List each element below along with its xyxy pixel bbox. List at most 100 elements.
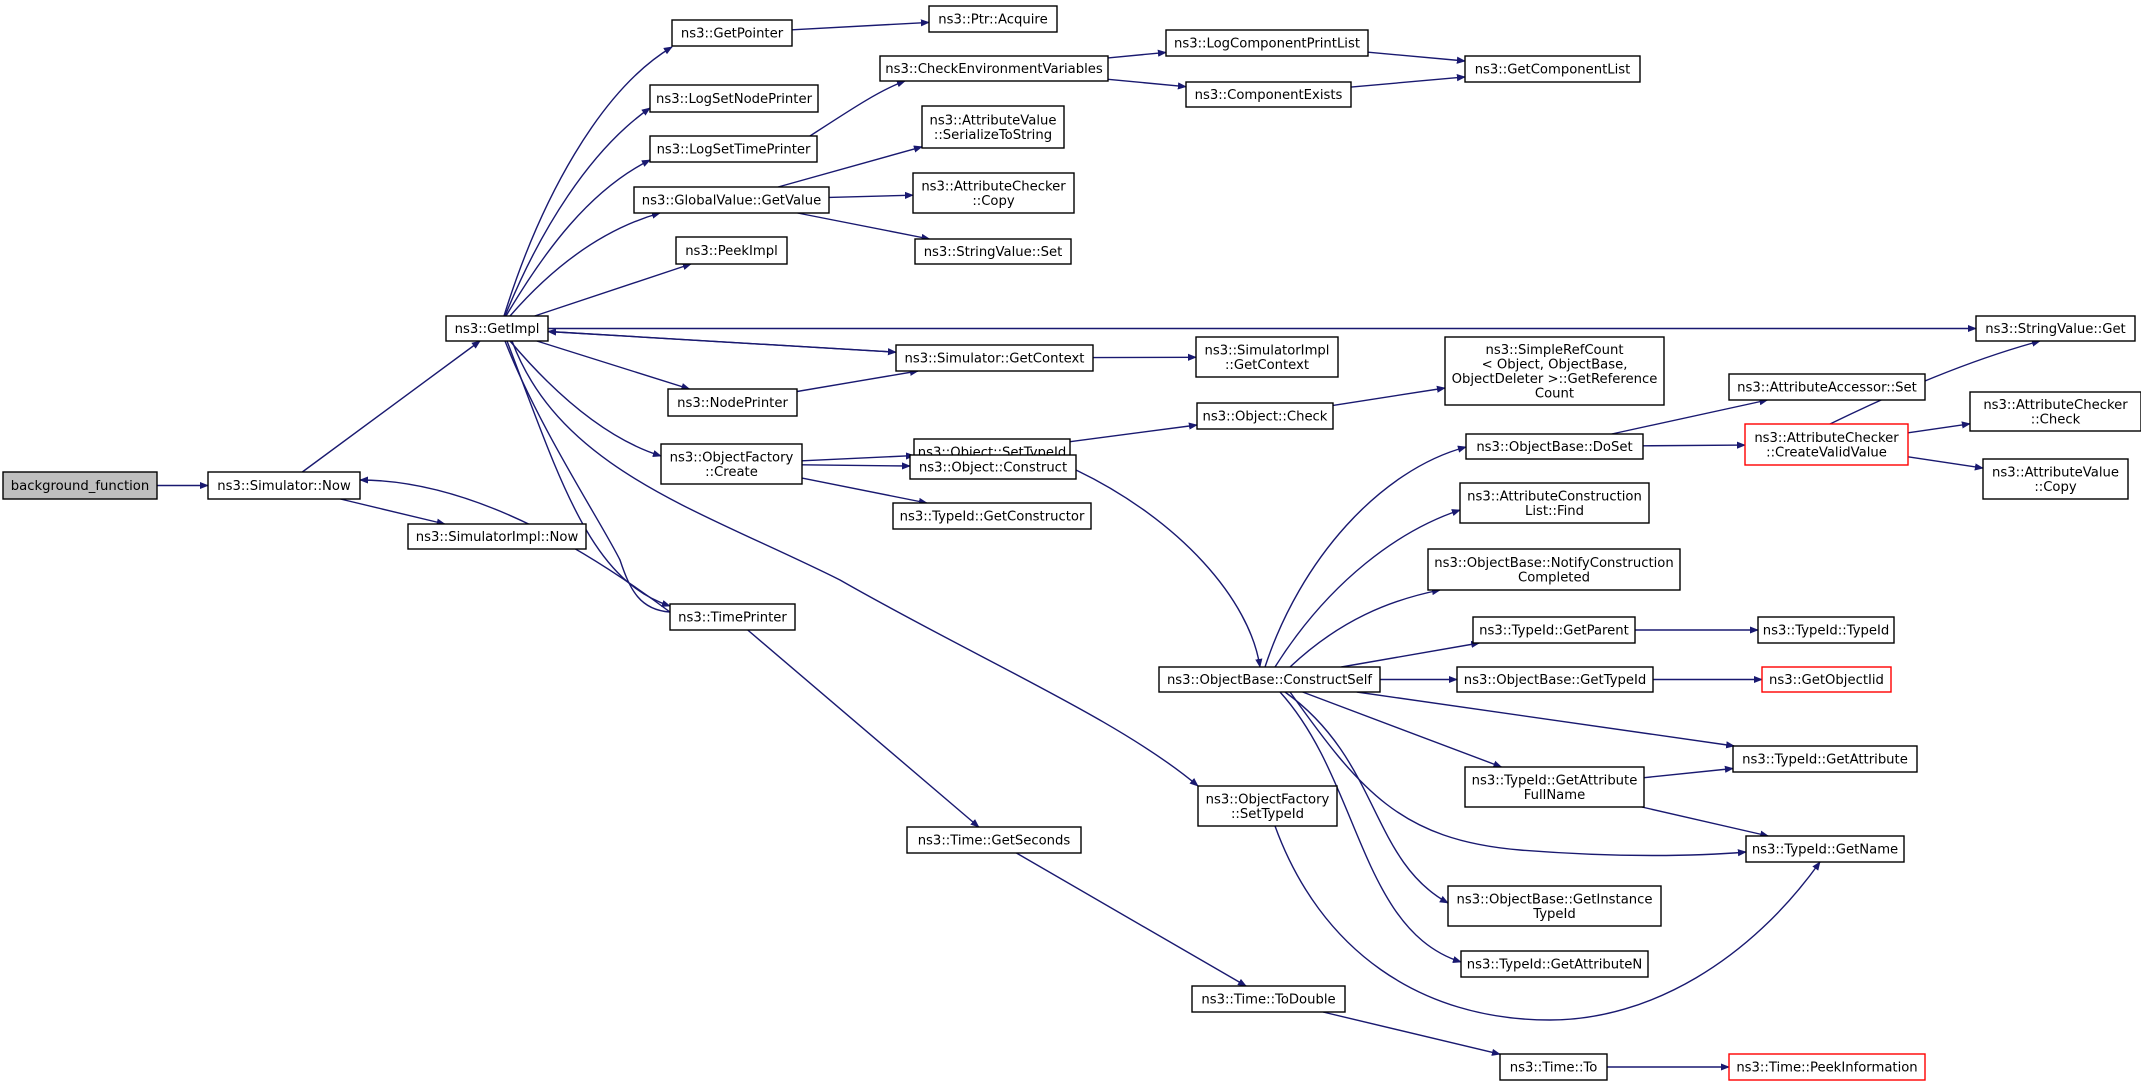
node-label: ns3::SimulatorImpl::Now xyxy=(416,530,579,545)
node-box xyxy=(667,388,798,417)
node-label: ns3::AttributeChecker xyxy=(1754,431,1899,446)
node-n44[interactable]: ns3::GetObjectIid xyxy=(1761,666,1892,693)
node-label: ns3::Time::PeekInformation xyxy=(1736,1061,1917,1076)
node-n14[interactable]: ns3::AttributeValue::SerializeToString xyxy=(921,105,1065,149)
node-label: ns3::LogSetTimePrinter xyxy=(657,143,811,158)
node-n8[interactable]: ns3::PeekImpl xyxy=(675,236,788,265)
node-label: ns3::AttributeAccessor::Set xyxy=(1737,381,1917,396)
node-n10[interactable]: ns3::ObjectFactory::Create xyxy=(660,443,803,485)
node-n35[interactable]: ns3::ObjectBase::NotifyConstructionCompl… xyxy=(1427,548,1681,591)
node-n30[interactable]: ns3::Time::ToDouble xyxy=(1191,985,1346,1013)
node-n26[interactable]: ns3::Object::Check xyxy=(1196,402,1334,430)
node-box xyxy=(1158,666,1381,693)
node-n22[interactable]: ns3::LogComponentPrintList xyxy=(1165,29,1369,57)
node-n15[interactable]: ns3::AttributeChecker::Copy xyxy=(912,172,1075,214)
node-n7[interactable]: ns3::GlobalValue::GetValue xyxy=(633,186,830,214)
node-label: ns3::TypeId::GetConstructor xyxy=(900,510,1085,525)
node-label: ::Copy xyxy=(972,194,1015,209)
node-n33[interactable]: ns3::ObjectBase::DoSet xyxy=(1465,433,1644,460)
node-box xyxy=(1427,548,1681,591)
edge-n7-to-n16 xyxy=(797,212,931,241)
edge-n29-to-n46 xyxy=(1274,825,1821,1021)
node-n46[interactable]: ns3::TypeId::GetName xyxy=(1745,835,1905,863)
node-n16[interactable]: ns3::StringValue::Set xyxy=(914,238,1072,265)
node-box xyxy=(649,135,818,163)
node-label: Count xyxy=(1535,386,1574,401)
node-n23[interactable]: ns3::ComponentExists xyxy=(1185,81,1352,108)
node-label: ns3::TimePrinter xyxy=(678,611,787,626)
edge-n2-to-n5 xyxy=(504,107,651,317)
node-n3[interactable]: ns3::SimulatorImpl::Now xyxy=(407,523,587,550)
node-n24[interactable]: ns3::GetComponentList xyxy=(1464,55,1641,83)
node-label: ns3::ObjectBase::DoSet xyxy=(1476,440,1632,455)
node-box xyxy=(1728,1053,1926,1081)
node-label: ns3::AttributeValue xyxy=(1992,465,2119,480)
node-n48[interactable]: ns3::AttributeChecker::Check xyxy=(1969,391,2141,432)
node-n37[interactable]: ns3::ObjectBase::GetTypeId xyxy=(1456,666,1654,693)
node-n49[interactable]: ns3::AttributeValue::Copy xyxy=(1982,458,2129,500)
node-n27[interactable]: ns3::SimpleRefCount< Object, ObjectBase,… xyxy=(1444,336,1665,406)
node-n28[interactable]: ns3::ObjectBase::ConstructSelf xyxy=(1158,666,1381,693)
node-n29[interactable]: ns3::ObjectFactory::SetTypeId xyxy=(1197,785,1338,827)
edge-n33-to-n42 xyxy=(1642,441,1746,449)
node-box xyxy=(895,344,1094,372)
node-n17[interactable]: ns3::Simulator::GetContext xyxy=(895,344,1094,372)
node-label: ns3::SimpleRefCount xyxy=(1485,343,1623,358)
node-n6[interactable]: ns3::LogSetTimePrinter xyxy=(649,135,818,163)
node-label: < Object, ObjectBase, xyxy=(1482,357,1628,372)
node-box xyxy=(1732,745,1918,773)
node-n32[interactable]: ns3::Time::PeekInformation xyxy=(1728,1053,1926,1081)
node-n12[interactable]: ns3::Ptr::Acquire xyxy=(928,5,1058,33)
node-label: ns3::GlobalValue::GetValue xyxy=(642,194,821,209)
edge-n28-to-n46 xyxy=(1289,691,1747,857)
node-n4[interactable]: ns3::GetPointer xyxy=(671,19,793,47)
node-n45[interactable]: ns3::TypeId::GetAttribute xyxy=(1732,745,1918,773)
node-label: ns3::TypeId::GetName xyxy=(1752,843,1898,858)
node-n47[interactable]: ns3::StringValue::Get xyxy=(1975,315,2136,342)
node-n25[interactable]: ns3::SimulatorImpl::GetContext xyxy=(1195,336,1339,378)
node-label: ::SerializeToString xyxy=(934,128,1052,143)
node-n5[interactable]: ns3::LogSetNodePrinter xyxy=(649,84,819,113)
node-n0[interactable]: background_function xyxy=(2,471,158,500)
node-label: ::Copy xyxy=(2034,480,2077,495)
node-n9[interactable]: ns3::NodePrinter xyxy=(667,388,798,417)
edge-n4-to-n12 xyxy=(791,19,930,31)
node-n42[interactable]: ns3::AttributeChecker::CreateValidValue xyxy=(1744,423,1909,466)
node-n43[interactable]: ns3::TypeId::TypeId xyxy=(1757,616,1895,644)
node-n1[interactable]: ns3::Simulator::Now xyxy=(207,471,361,500)
node-n20[interactable]: ns3::TypeId::GetConstructor xyxy=(892,502,1092,530)
node-label: ns3::GetComponentList xyxy=(1475,63,1631,78)
node-box xyxy=(633,186,830,214)
edge-n10-to-n19 xyxy=(801,462,911,470)
node-n41[interactable]: ns3::AttributeAccessor::Set xyxy=(1728,373,1926,401)
node-n2[interactable]: ns3::GetImpl xyxy=(445,315,549,342)
node-n21[interactable]: ns3::Time::GetSeconds xyxy=(906,826,1082,854)
node-box xyxy=(1191,985,1346,1013)
node-box xyxy=(892,502,1092,530)
edge-n38-to-n45 xyxy=(1643,765,1734,779)
edge-n2-to-n4 xyxy=(503,46,673,317)
edge-n13-to-n23 xyxy=(1107,78,1187,90)
node-box xyxy=(1165,29,1369,57)
node-n11[interactable]: ns3::TimePrinter xyxy=(669,603,796,631)
node-n13[interactable]: ns3::CheckEnvironmentVariables xyxy=(879,55,1109,82)
edge-n23-to-n24 xyxy=(1350,74,1466,88)
node-box xyxy=(1456,666,1654,693)
edge-n28-to-n34 xyxy=(1274,509,1461,668)
edge-n38-to-n46 xyxy=(1641,806,1770,838)
node-box xyxy=(669,603,796,631)
node-box xyxy=(912,172,1075,214)
edge-n21-to-n30 xyxy=(1016,852,1247,987)
node-label: FullName xyxy=(1524,788,1585,803)
edge-n42-to-n48 xyxy=(1907,421,1971,434)
node-n36[interactable]: ns3::TypeId::GetParent xyxy=(1472,616,1636,644)
node-n40[interactable]: ns3::TypeId::GetAttributeN xyxy=(1460,950,1649,978)
node-n31[interactable]: ns3::Time::To xyxy=(1499,1053,1608,1081)
node-label: ns3::ObjectBase::GetInstance xyxy=(1456,892,1652,907)
node-n19[interactable]: ns3::Object::Construct xyxy=(909,454,1077,480)
edge-n26-to-n27 xyxy=(1332,385,1446,407)
node-label: ns3::TypeId::GetAttribute xyxy=(1472,773,1638,788)
